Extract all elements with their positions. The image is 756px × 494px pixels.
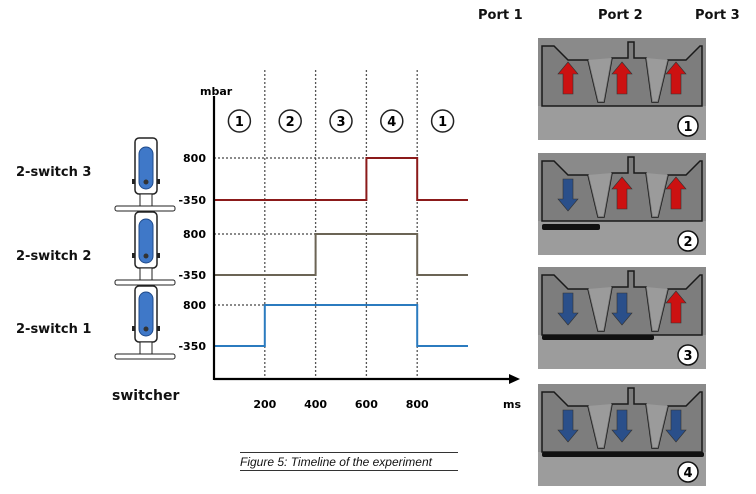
x-axis-label: ms	[503, 398, 521, 411]
figure-caption: Figure 5: Timeline of the experiment	[240, 452, 458, 471]
arrow-down-icon	[557, 178, 579, 212]
series-line	[214, 304, 468, 347]
port-1-label: Port 1	[478, 8, 523, 23]
y-tick-label-high: 800	[183, 228, 206, 241]
phase-marker-circle	[430, 109, 455, 133]
phase-marker-label: 1	[438, 115, 447, 130]
switch-3-label: 2-switch 3	[16, 165, 92, 180]
switcher-device	[114, 137, 176, 360]
phase-marker-circle	[329, 109, 353, 133]
phase-marker-label: 3	[336, 115, 345, 130]
arrow-down-icon	[557, 292, 579, 326]
switch-unit-2	[114, 211, 176, 286]
phase-marker-label: 2	[286, 115, 295, 130]
switch-unit-1	[114, 285, 176, 360]
arrow-down-icon	[665, 409, 687, 443]
microscope-panel-1: 1	[538, 38, 706, 140]
panel-number: 4	[683, 466, 692, 481]
arrow-up-icon	[665, 61, 687, 95]
x-tick-label: 400	[304, 398, 327, 411]
arrow-down-icon	[611, 409, 633, 443]
panel-number: 3	[683, 349, 692, 364]
panel-number: 2	[683, 235, 692, 250]
phase-marker-circle	[380, 109, 404, 133]
arrow-down-icon	[557, 409, 579, 443]
phase-marker-label: 1	[235, 115, 244, 130]
switch-1-label: 2-switch 1	[16, 322, 92, 337]
phase-marker-circle	[278, 109, 302, 133]
y-tick-label-low: -350	[178, 194, 206, 207]
y-tick-label-high: 800	[183, 299, 206, 312]
switch-unit-3	[114, 137, 176, 212]
port-3-label: Port 3	[695, 8, 740, 23]
x-axis-arrow-icon	[509, 374, 520, 384]
switch-2-label: 2-switch 2	[16, 249, 92, 264]
panel-number: 1	[683, 120, 692, 135]
x-tick-label: 200	[253, 398, 276, 411]
arrow-up-icon	[665, 290, 687, 324]
microscope-panel-2: 2	[538, 153, 706, 255]
port-2-label: Port 2	[598, 8, 643, 23]
x-tick-label: 600	[355, 398, 378, 411]
arrow-up-icon	[557, 61, 579, 95]
phase-marker-circle	[227, 109, 252, 133]
switcher-label: switcher	[112, 388, 180, 404]
series-line	[214, 233, 468, 276]
phase-marker-label: 4	[387, 115, 396, 130]
arrow-up-icon	[665, 176, 687, 210]
arrow-down-icon	[611, 292, 633, 326]
series-line	[214, 157, 468, 201]
y-axis-label: mbar	[200, 85, 233, 98]
y-tick-label-low: -350	[178, 269, 206, 282]
microscope-panel-3: 3	[538, 267, 706, 369]
x-tick-label: 800	[406, 398, 429, 411]
y-tick-label-low: -350	[178, 340, 206, 353]
microscope-panel-4: 4	[538, 384, 706, 486]
arrow-up-icon	[611, 176, 633, 210]
arrow-up-icon	[611, 61, 633, 95]
y-tick-label-high: 800	[183, 152, 206, 165]
